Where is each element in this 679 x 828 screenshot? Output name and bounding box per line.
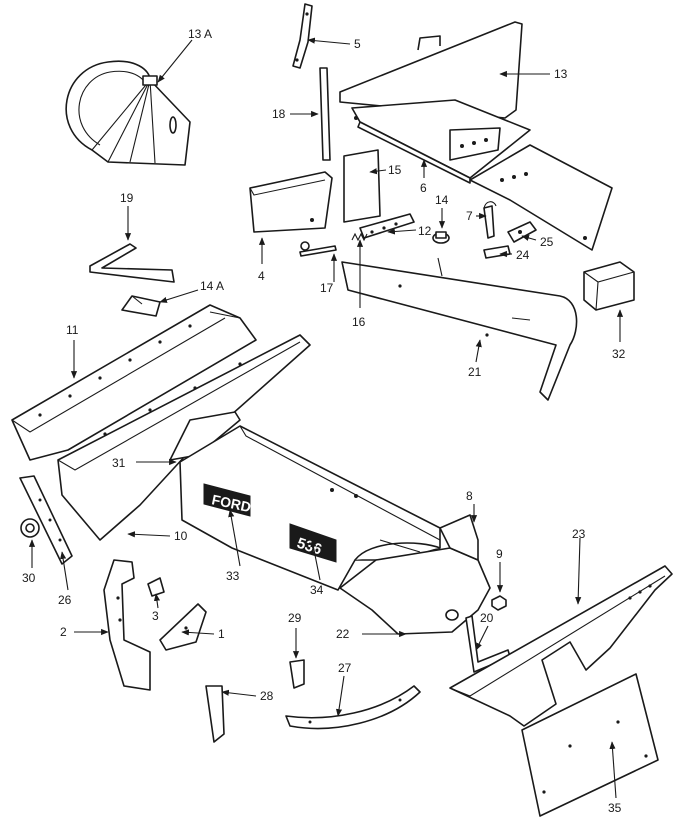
callout-7: 7	[466, 209, 473, 223]
callout-24: 24	[516, 248, 530, 262]
callout-27: 27	[338, 661, 352, 675]
part-24-clip	[483, 245, 511, 259]
part-5-bracket	[292, 3, 313, 69]
part-22-rear-cowl	[339, 547, 491, 635]
decal-536-text: 536	[295, 535, 324, 559]
callout-30: 30	[22, 571, 36, 585]
part-28-bracket	[205, 685, 225, 743]
callout-32: 32	[612, 347, 626, 361]
callout-19: 19	[120, 191, 134, 205]
callout-25: 25	[540, 235, 554, 249]
callout-6: 6	[420, 181, 427, 195]
callout-1: 1	[218, 627, 225, 641]
part-21-side-panel	[341, 257, 578, 401]
callout-8: 8	[466, 489, 473, 503]
part-1-bracket	[159, 603, 207, 651]
part-26-strip	[19, 475, 73, 565]
callout-29: 29	[288, 611, 302, 625]
part-7-handle	[483, 201, 497, 239]
part-30-grommet	[20, 518, 40, 538]
callouts: 13 A 5 13 18 15 6 19 14 7 12 25 24 4 17 …	[22, 27, 626, 815]
callout-21: 21	[468, 365, 482, 379]
part-20-strap	[465, 615, 511, 673]
part-13a-guard	[65, 60, 191, 166]
part-2-bracket	[103, 559, 151, 691]
callout-31: 31	[112, 456, 126, 470]
part-4-bracket	[249, 171, 333, 233]
callout-17: 17	[320, 281, 334, 295]
callout-26: 26	[58, 593, 72, 607]
callout-10: 10	[174, 529, 188, 543]
part-35-plate	[521, 673, 659, 817]
part-19-bracket	[89, 243, 175, 283]
part-27-curved-strip	[285, 685, 421, 730]
callout-13: 13	[554, 67, 568, 81]
callout-12: 12	[418, 224, 432, 238]
part-29-clip	[289, 659, 305, 689]
part-32-box	[583, 261, 635, 311]
part-25-latch	[507, 221, 537, 243]
part-9-nut	[491, 595, 507, 611]
part-23-side-panel	[449, 565, 673, 727]
callout-9: 9	[496, 547, 503, 561]
callout-23: 23	[572, 527, 586, 541]
part-15-plate	[343, 149, 381, 223]
callout-3: 3	[152, 609, 159, 623]
callout-11: 11	[66, 323, 79, 337]
callout-28: 28	[260, 689, 274, 703]
part-3-clip	[147, 577, 165, 597]
part-11-rail	[11, 304, 257, 461]
callout-15: 15	[388, 163, 402, 177]
callout-16: 16	[352, 315, 366, 329]
callout-22: 22	[336, 627, 350, 641]
part-12-clamp	[359, 213, 415, 239]
part-6-tray	[351, 99, 613, 251]
callout-33: 33	[226, 569, 240, 583]
callout-5: 5	[354, 37, 361, 51]
part-18-rod	[319, 67, 331, 161]
callout-13a: 13 A	[188, 27, 212, 41]
callout-18: 18	[272, 107, 286, 121]
callout-35: 35	[608, 801, 622, 815]
callout-20: 20	[480, 611, 494, 625]
part-8-rear-panel	[439, 514, 479, 561]
callout-4: 4	[258, 269, 265, 283]
part-14-knob	[432, 231, 450, 244]
leader-lines	[28, 37, 624, 799]
callout-2: 2	[60, 625, 67, 639]
callout-14a: 14 A	[200, 279, 224, 293]
callout-14: 14	[435, 193, 449, 207]
part-13-top-panel	[339, 21, 523, 120]
part-17-pin	[299, 241, 337, 257]
part-16-spring	[351, 232, 368, 242]
callout-34: 34	[310, 583, 324, 597]
part-14a-clip	[121, 295, 161, 317]
